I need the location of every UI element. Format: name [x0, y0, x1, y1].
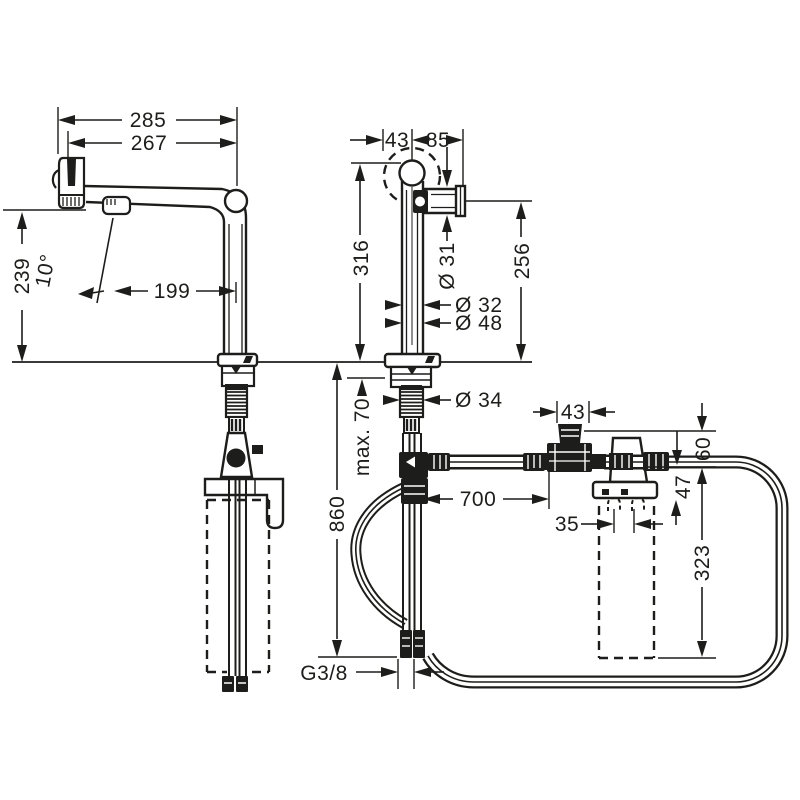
spout-pivot-joint — [223, 188, 249, 214]
dim-valve-width: 43 — [533, 401, 615, 424]
thread-stripes — [227, 391, 246, 414]
dim-body-diameters: Ø 32 Ø 48 — [385, 294, 503, 335]
filter-port-dashed — [607, 496, 621, 511]
dim-thread: G3/8 — [300, 659, 444, 689]
dim-spout-diameter: Ø 31 — [436, 147, 459, 290]
dim-aerator-reach: 267 — [67, 131, 237, 160]
dim-handle-offset: 199 — [114, 280, 237, 303]
handle — [101, 195, 132, 216]
dim-counter-thickness: max. 70 — [347, 377, 385, 476]
dim-199-label: 199 — [154, 280, 191, 303]
aerator-ridges — [62, 197, 80, 206]
side-view: 285 267 239 10° — [3, 107, 285, 692]
dim-outlet-height: 256 — [466, 200, 534, 361]
dim-239-label: 239 — [11, 258, 34, 295]
tee-connector — [399, 452, 428, 504]
dim-g38-label: G3/8 — [300, 662, 348, 685]
filter-cartridge-dashed — [597, 506, 656, 660]
front-spout — [413, 184, 467, 218]
dim-top-offsets: 43 85 — [350, 129, 464, 187]
dim-dia34-label: Ø 34 — [455, 389, 503, 412]
dim-hose-drop: 860 — [318, 363, 397, 658]
hose-end-connector — [222, 676, 234, 692]
dim-60-label: 60 — [692, 437, 715, 461]
dim-285-label: 285 — [130, 109, 167, 132]
spout-head — [51, 156, 86, 210]
supply-hoses — [228, 477, 247, 676]
valve-adjust-knob — [558, 424, 582, 443]
side-view-faucet-body — [51, 156, 249, 355]
filter-outline-dashed — [205, 498, 271, 674]
dim-35-label: 35 — [555, 513, 579, 536]
dim-47-label: 47 — [672, 475, 695, 499]
front-view: 43 85 Ø 31 316 256 — [257, 129, 534, 658]
hose-end-connector — [236, 676, 248, 692]
dim-shank-diameter: Ø 34 — [383, 389, 503, 412]
pivot-cap — [398, 159, 426, 187]
dim-10deg-label: 10° — [31, 252, 60, 289]
front-thread-stripes — [401, 391, 422, 414]
dim-total-height: 316 — [350, 162, 401, 361]
dim-860-label: 860 — [326, 496, 349, 533]
dim-max70-label: max. 70 — [351, 398, 374, 476]
dim-port-pitch: 35 — [555, 509, 663, 536]
dim-43-valve-label: 43 — [561, 401, 585, 424]
dim-spout-height: 239 — [3, 209, 86, 362]
front-view-faucet-body — [382, 146, 467, 434]
bottom-hose-connectors — [400, 630, 425, 658]
dim-85-label: 85 — [426, 129, 450, 152]
installation-schematic: 700 43 60 47 — [300, 401, 789, 689]
dim-dia31-label: Ø 31 — [436, 242, 459, 290]
filter-port-dashed — [631, 496, 645, 511]
dim-323-label: 323 — [691, 545, 714, 582]
dim-dia32-label: Ø 32 — [455, 294, 503, 317]
dim-700-label: 700 — [460, 488, 497, 511]
pressure-valve — [529, 424, 606, 472]
dim-hose-run: 700 — [423, 467, 550, 511]
dim-256-label: 256 — [511, 243, 534, 280]
spout-head-lever — [67, 159, 76, 186]
dim-handle-angle: 10° — [31, 217, 114, 304]
dim-267-label: 267 — [131, 132, 168, 155]
valve-knob — [226, 448, 246, 468]
mounting-bracket — [203, 477, 285, 530]
side-view-undercounter — [203, 352, 285, 692]
filter-head-assembly — [591, 452, 669, 660]
dim-filter-cluster: 60 47 323 — [584, 403, 716, 659]
dim-dia48-label: Ø 48 — [455, 312, 503, 335]
dim-316-label: 316 — [350, 240, 373, 277]
swivel-range-dashed — [382, 146, 442, 206]
dim-overall-reach: 285 — [57, 107, 238, 186]
dim-43-rear-label: 43 — [385, 129, 409, 152]
